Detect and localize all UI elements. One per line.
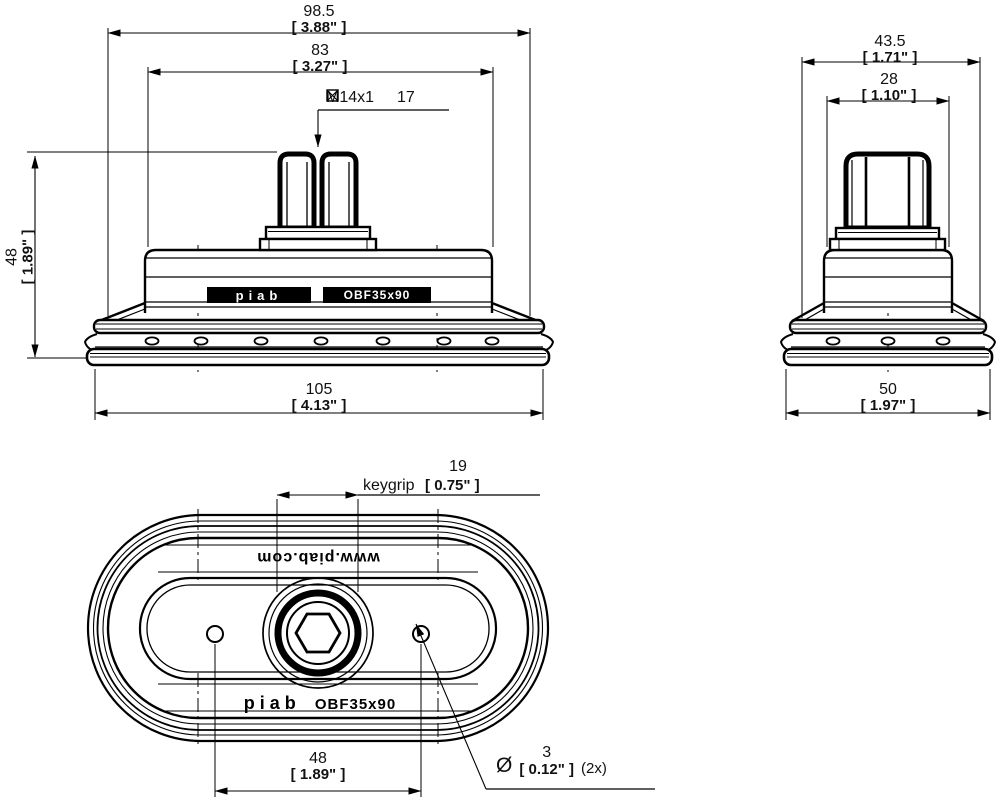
front-brand-logo-bar: piab [207, 287, 311, 303]
dim-side-flange-width: 50 [ 1.97" ] [861, 381, 916, 414]
front-view [27, 28, 555, 420]
dim-value-inch: [ 1.89" ] [290, 766, 346, 784]
dim-side-body-width: 28 [ 1.10" ] [862, 71, 917, 104]
brand-logo-text: piab [243, 693, 301, 713]
front-brand-model-bar: OBF35x90 [323, 287, 431, 303]
dim-front-overall-width: 98.5 [ 3.88" ] [292, 3, 347, 36]
dim-value-inch: [ 1.71" ] [862, 49, 918, 67]
keygrip-label: keygrip [363, 477, 415, 494]
dim-value-inch: [ 1.10" ] [861, 87, 917, 105]
bottom-view-brand-row: piab OBF35x90 [244, 693, 396, 714]
dim-front-body-width: 83 [ 3.27" ] [293, 42, 348, 75]
dim-value-inch: [ 3.27" ] [292, 58, 348, 76]
dim-value-mm: 19 [449, 458, 467, 475]
dim-side-overall-width: 43.5 [ 1.71" ] [863, 33, 918, 66]
brand-model-text: OBF35x90 [343, 288, 411, 302]
dim-value-mm: 50 [879, 381, 897, 398]
dim-value-inch: [ 1.89" ] [19, 229, 37, 285]
dim-hole-spacing: 48 [ 1.89" ] [291, 750, 346, 783]
hole-quantity: (2x) [580, 760, 607, 777]
bottom-view [86, 491, 655, 797]
thread-callout: M14x1 17 [326, 89, 415, 107]
dim-value-mm: 48 [309, 750, 327, 767]
diameter-value-stack: 3 [ 0.12" ] [519, 744, 574, 778]
depth-symbol-icon [326, 89, 392, 105]
bottom-view-website-text: www.piab.com [256, 549, 380, 566]
dim-value-mm: 98.5 [303, 3, 335, 20]
dim-value-inch: [ 1.97" ] [860, 397, 916, 415]
dim-value-mm: 83 [311, 42, 329, 59]
dim-value-inch: [ 4.13" ] [291, 397, 347, 415]
dim-value-mm: 105 [305, 381, 333, 398]
thread-depth-value: 17 [397, 89, 415, 106]
dim-keygrip-mm: 19 [449, 458, 467, 475]
dim-value-mm: 43.5 [874, 33, 906, 50]
dim-value-inch: [ 0.75" ] [425, 477, 480, 494]
diameter-symbol: Ø [496, 754, 513, 777]
side-view [779, 57, 997, 420]
dim-value-inch: [ 3.88" ] [291, 19, 347, 37]
dim-value-mm: 3 [542, 744, 552, 761]
dim-hole-diameter: Ø 3 [ 0.12" ] (2x) [496, 744, 607, 778]
dim-front-height: 48 [ 1.89" ] [3, 230, 36, 285]
brand-logo-text: piab [235, 287, 283, 303]
brand-model-text: OBF35x90 [314, 696, 397, 713]
keygrip-callout: keygrip [ 0.75" ] [363, 477, 480, 495]
dim-value-mm: 28 [880, 71, 898, 88]
dim-value-inch: [ 0.12" ] [519, 760, 574, 778]
dim-value-mm: 48 [3, 248, 21, 266]
dim-front-flange-width: 105 [ 4.13" ] [292, 381, 347, 414]
